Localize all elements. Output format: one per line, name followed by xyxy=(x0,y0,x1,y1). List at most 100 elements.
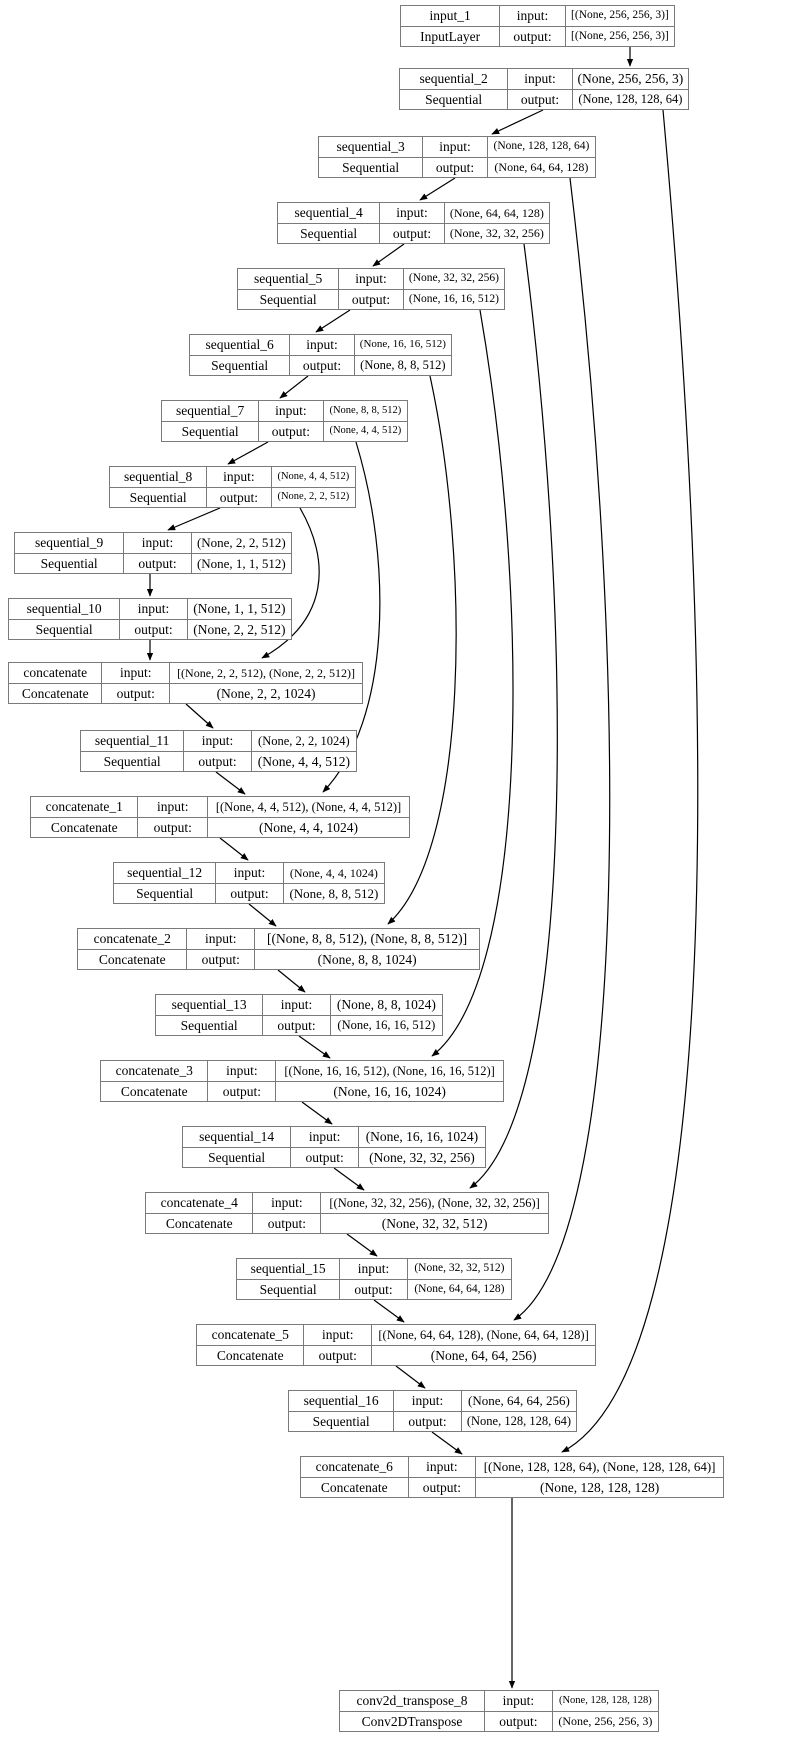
edge-e-cc4-s15 xyxy=(346,1233,378,1257)
input-shape: [(None, 16, 16, 512), (None, 16, 16, 512… xyxy=(284,1063,495,1078)
input-shape: (None, 2, 2, 512) xyxy=(196,535,286,551)
input-shape: (None, 4, 4, 1024) xyxy=(289,865,378,880)
output-shape: (None, 256, 256, 3) xyxy=(558,1714,653,1729)
edge-e-cc5-s16 xyxy=(395,1365,426,1389)
output-label: output: xyxy=(500,26,566,46)
layer-class: Sequential xyxy=(162,421,260,441)
input-label: input: xyxy=(394,1391,462,1411)
layer-name: sequential_13 xyxy=(156,995,264,1015)
output-label: output: xyxy=(380,223,445,243)
output-label: output: xyxy=(340,1279,408,1299)
input-label: input: xyxy=(207,467,272,487)
input-label: input: xyxy=(124,533,192,553)
output-label: output: xyxy=(184,751,252,771)
edge-e-cc2-s13 xyxy=(277,969,306,993)
input-shape: (None, 8, 8, 512) xyxy=(329,404,402,416)
output-label: output: xyxy=(187,949,256,969)
output-shape: (None, 32, 32, 256) xyxy=(369,1149,475,1165)
layer-name: sequential_4 xyxy=(278,203,381,223)
layer-name: concatenate_2 xyxy=(78,929,188,949)
input-label: input: xyxy=(263,995,331,1015)
layer-name: concatenate_5 xyxy=(197,1325,305,1345)
input-label: input: xyxy=(253,1193,322,1213)
input-shape: [(None, 32, 32, 256), (None, 32, 32, 256… xyxy=(329,1195,540,1210)
layer-class: Concatenate xyxy=(78,949,188,969)
edge-e-s2-s3 xyxy=(491,109,544,135)
edge-e-s2-cc6 xyxy=(561,109,699,1453)
input-shape: (None, 128, 128, 64) xyxy=(493,140,590,152)
input-shape: (None, 64, 64, 256) xyxy=(468,1393,570,1409)
edge-e-s12-cc2 xyxy=(248,903,277,927)
input-shape: (None, 256, 256, 3) xyxy=(577,71,684,86)
input-shape: (None, 64, 64, 128) xyxy=(449,205,544,220)
input-label: input: xyxy=(259,401,324,421)
layer-class: Sequential xyxy=(114,883,217,903)
layer-name: sequential_14 xyxy=(183,1127,292,1147)
output-shape: (None, 32, 32, 512) xyxy=(381,1215,488,1231)
edge-e-s3-s4 xyxy=(419,177,456,201)
output-label: output: xyxy=(216,883,284,903)
layer-name: sequential_10 xyxy=(9,599,121,619)
layer-name: conv2d_transpose_8 xyxy=(340,1691,486,1711)
edge-e-cc3-s14 xyxy=(301,1101,333,1125)
output-label: output: xyxy=(263,1015,331,1035)
layer-name: sequential_3 xyxy=(319,137,424,157)
layer-name: concatenate xyxy=(9,663,103,683)
input-label: input: xyxy=(304,1325,373,1345)
input-label: input: xyxy=(187,929,256,949)
output-shape: (None, 16, 16, 512) xyxy=(408,292,499,305)
input-shape: (None, 4, 4, 512) xyxy=(277,470,350,482)
layer-name: input_1 xyxy=(401,6,501,26)
output-label: output: xyxy=(409,1477,477,1497)
output-shape: (None, 16, 16, 512) xyxy=(337,1018,436,1032)
output-shape: (None, 4, 4, 512) xyxy=(257,753,350,769)
layer-name: sequential_9 xyxy=(15,533,125,553)
input-label: input: xyxy=(138,797,209,817)
output-shape: (None, 4, 4, 512) xyxy=(329,425,402,436)
output-label: output: xyxy=(423,157,488,177)
input-shape: [(None, 128, 128, 64), (None, 128, 128, … xyxy=(483,1459,716,1475)
edge-e-s6-cc2 xyxy=(387,375,457,925)
